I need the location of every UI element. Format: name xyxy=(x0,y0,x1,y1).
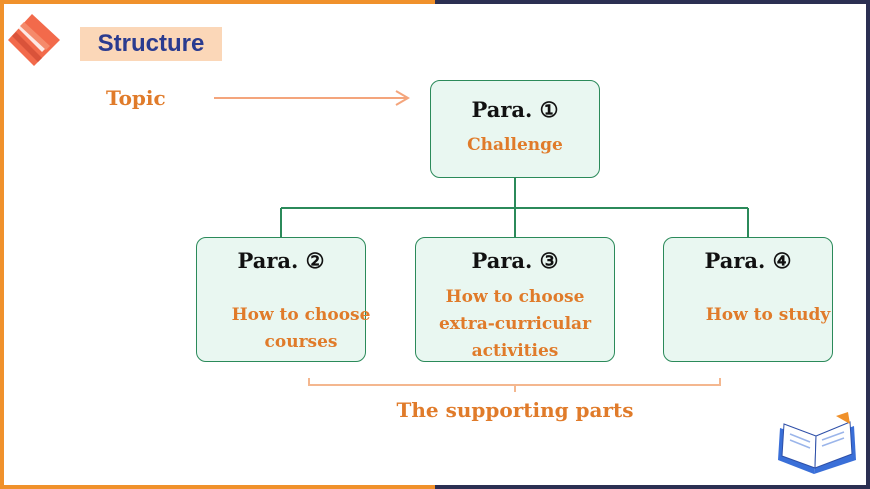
book-logo-icon xyxy=(8,14,60,66)
frame-top-orange xyxy=(0,0,435,4)
supporting-parts-label: The supporting parts xyxy=(396,398,634,422)
child-node-3-title: Para. ③ xyxy=(471,248,559,273)
child-node-3-line-1: How to choose xyxy=(445,287,585,307)
frame-right-navy xyxy=(866,0,870,489)
page-title: Structure xyxy=(97,30,205,57)
frame-bottom-navy xyxy=(435,485,870,489)
child-node-4: Para. ④ How to study xyxy=(663,237,833,362)
supporting-bracket xyxy=(308,378,721,392)
child-node-3-line-3: activities xyxy=(471,341,559,361)
root-node-title: Para. ① xyxy=(471,97,559,122)
frame-left-orange xyxy=(0,0,4,489)
child-node-4-title: Para. ④ xyxy=(704,248,792,273)
title-banner: Structure xyxy=(80,27,222,61)
child-node-2-line-1: How to choose xyxy=(231,305,371,325)
root-node: Para. ① Challenge xyxy=(430,80,600,178)
child-node-4-line-1: How to study xyxy=(705,305,831,325)
topic-label: Topic xyxy=(106,86,166,110)
frame-top-navy xyxy=(435,0,870,4)
child-node-3-line-2: extra-curricular xyxy=(438,314,592,334)
child-node-2: Para. ② How to choose courses xyxy=(196,237,370,362)
root-node-subtitle: Challenge xyxy=(467,135,563,155)
frame-bottom-orange xyxy=(0,485,435,489)
child-node-2-title: Para. ② xyxy=(237,248,325,273)
child-node-2-line-2: courses xyxy=(264,332,338,352)
open-book-icon xyxy=(778,412,856,474)
child-node-3: Para. ③ How to choose extra-curricular a… xyxy=(415,237,615,362)
